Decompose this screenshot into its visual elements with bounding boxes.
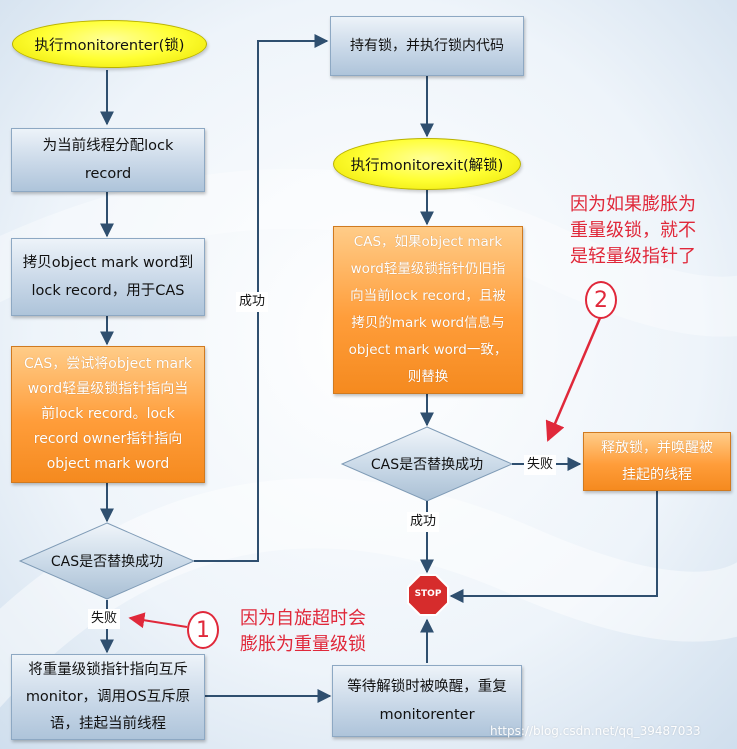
note1-marker: 1: [187, 611, 219, 649]
edge-wake-to-stop: [449, 491, 658, 603]
note1-text: 因为自旋超时会 膨胀为重量级锁: [240, 608, 366, 655]
node-release-wake: 释放锁，并唤醒被挂起的线程: [583, 432, 731, 491]
node-cas-release: CAS，如果object mark word轻量级锁指针仍旧指 向当前lock …: [333, 226, 523, 394]
edge-label-success-left: 成功: [236, 292, 269, 312]
edge-label-fail-right: 失败: [524, 455, 557, 475]
stop-sign-icon: [407, 574, 449, 616]
edge-label-fail-left: 失败: [88, 609, 121, 629]
cas-check-diamond: [18, 522, 196, 600]
node-monitorexit: 执行monitorexit(解锁): [333, 138, 521, 190]
cas-check-label: CAS是否替换成功: [50, 554, 164, 570]
watermark: https://blog.csdn.net/qq_39487033: [490, 724, 701, 738]
stop-sign-label: STOP: [414, 589, 442, 599]
note2-marker: 2: [585, 281, 617, 319]
note1-arrow: [128, 612, 188, 629]
node-cas-try: CAS，尝试将object mark word轻量级锁指针指向当 前lock r…: [11, 346, 205, 483]
node-monitorenter: 执行monitorenter(锁): [12, 20, 207, 68]
note2-arrow: [545, 317, 602, 442]
node-hold-lock: 持有锁，并执行锁内代码: [330, 16, 524, 76]
release-check-label: CAS是否替换成功: [370, 457, 484, 473]
note2-text: 因为如果膨胀为 重量级锁，就不 是轻量级指针了: [570, 194, 696, 267]
edge-label-success-right: 成功: [407, 512, 440, 532]
